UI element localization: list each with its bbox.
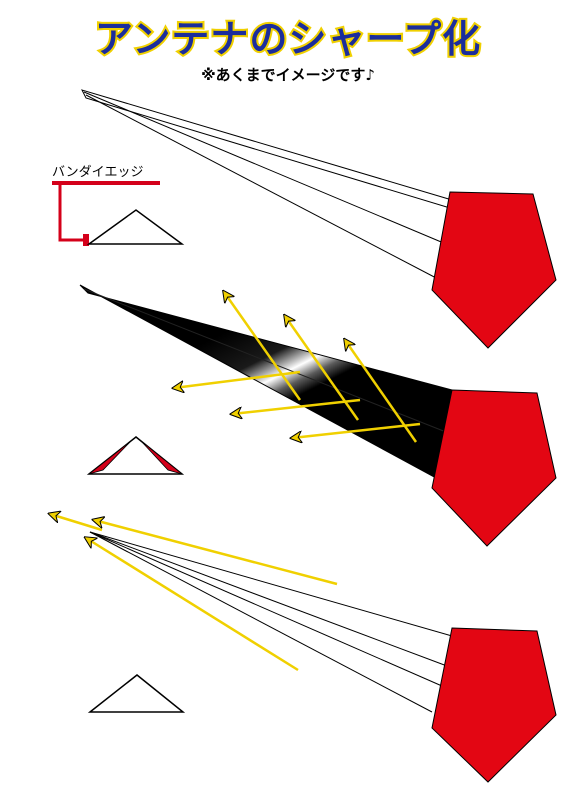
antenna-head-2 xyxy=(431,389,557,547)
arrow-1 xyxy=(174,370,301,388)
cross-section-2 xyxy=(86,436,185,475)
antenna-outline-1 xyxy=(81,89,453,281)
reflection-arrows xyxy=(174,292,421,443)
page-title: アンテナのシャープ化 xyxy=(95,17,481,61)
cross-section-1 xyxy=(86,209,185,245)
antenna-head-1 xyxy=(431,191,557,349)
arrow-9 xyxy=(50,514,103,532)
red-edge-left xyxy=(88,440,132,475)
arrow-7 xyxy=(94,520,338,586)
red-edge-right xyxy=(140,440,183,475)
panel-normal-antenna: バンダイエッジ xyxy=(52,89,557,349)
arrow-2 xyxy=(232,398,361,414)
bandy-edge-pointer xyxy=(58,185,86,242)
arrow-5 xyxy=(285,316,360,421)
antenna-head-3 xyxy=(431,627,557,783)
arrow-3 xyxy=(292,422,421,438)
panel-sharpened-antenna xyxy=(50,514,557,783)
arrow-6 xyxy=(345,340,418,443)
page-subtitle: ※あくまでイメージです♪ xyxy=(201,66,375,84)
panel-shaded-antenna xyxy=(79,284,557,547)
cross-section-3 xyxy=(87,674,186,713)
bandy-edge-mark xyxy=(83,234,89,246)
antenna-thin-lines xyxy=(89,531,453,713)
bandy-edge-label: バンダイエッジ xyxy=(52,165,144,180)
arrow-4 xyxy=(224,292,302,401)
antenna-ridge xyxy=(83,288,447,433)
sharp-arrows xyxy=(50,514,338,672)
arrow-8 xyxy=(86,538,299,672)
